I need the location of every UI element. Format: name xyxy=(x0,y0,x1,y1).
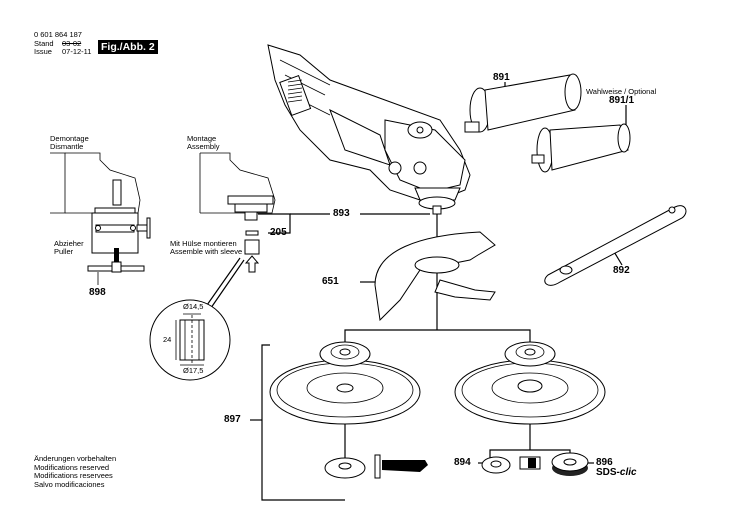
sleeve-inner-diameter: Ø14,5 xyxy=(183,302,204,311)
puller-illustration xyxy=(50,152,151,285)
angle-grinder xyxy=(267,44,471,215)
footer-line-de: Änderungen vorbehalten xyxy=(34,454,117,463)
footer-line-en: Modifications reserved xyxy=(34,462,110,472)
part-896: 896 xyxy=(596,457,613,468)
disc-left xyxy=(269,341,428,479)
puller-label-de: Abzieher xyxy=(54,239,84,248)
issue-label: Issue xyxy=(34,47,52,56)
part-891: 891 xyxy=(493,72,510,83)
part-897: 897 xyxy=(224,414,241,425)
stand-label: Stand xyxy=(34,39,54,48)
sleeve-length: 24 xyxy=(163,335,172,344)
doc-number: 0 601 864 187 xyxy=(34,30,82,39)
disc-right xyxy=(454,341,606,476)
footer-line-fr: Modifications reservees xyxy=(34,471,113,480)
part-893: 893 xyxy=(333,208,350,219)
spanner-892 xyxy=(544,205,687,286)
sleeve-outer-diameter: Ø17,5 xyxy=(183,366,204,375)
assembly-illustration xyxy=(149,152,276,381)
sleeve-note-en: Assemble with sleeve xyxy=(170,247,243,256)
part-898: 898 xyxy=(89,287,106,298)
footer-line-es: Salvo modificaciones xyxy=(34,479,105,489)
part-651: 651 xyxy=(322,276,339,287)
handle-891-1 xyxy=(531,123,631,173)
clic-text: clic xyxy=(619,467,637,478)
stand-value: 03-02 xyxy=(62,39,82,48)
guard-651 xyxy=(374,231,496,322)
dismantle-title-en: Dismantle xyxy=(50,142,84,151)
part-894: 894 xyxy=(454,457,471,468)
sleeve-note-de: Mit Hülse montieren xyxy=(170,239,237,248)
part-892: 892 xyxy=(613,265,630,276)
puller-label-en: Puller xyxy=(54,247,74,256)
handle-891 xyxy=(464,73,582,133)
optional-label: Wahlweise / Optional xyxy=(586,87,657,96)
assembly-title-en: Assembly xyxy=(187,142,220,151)
part-205: 205 xyxy=(270,227,287,238)
assembly-title-de: Montage xyxy=(187,134,217,143)
sds-text: SDS- xyxy=(596,467,620,478)
dismantle-title-de: Demontage xyxy=(50,134,89,143)
issue-value: 07-12-11 xyxy=(62,47,92,56)
part-891-1: 891/1 xyxy=(609,95,635,106)
figure-label: Fig./Abb. 2 xyxy=(98,40,158,54)
footer-notes: Änderungen vorbehalten Modifications res… xyxy=(34,454,117,489)
sds-clic-label: SDS-clic xyxy=(596,467,637,478)
